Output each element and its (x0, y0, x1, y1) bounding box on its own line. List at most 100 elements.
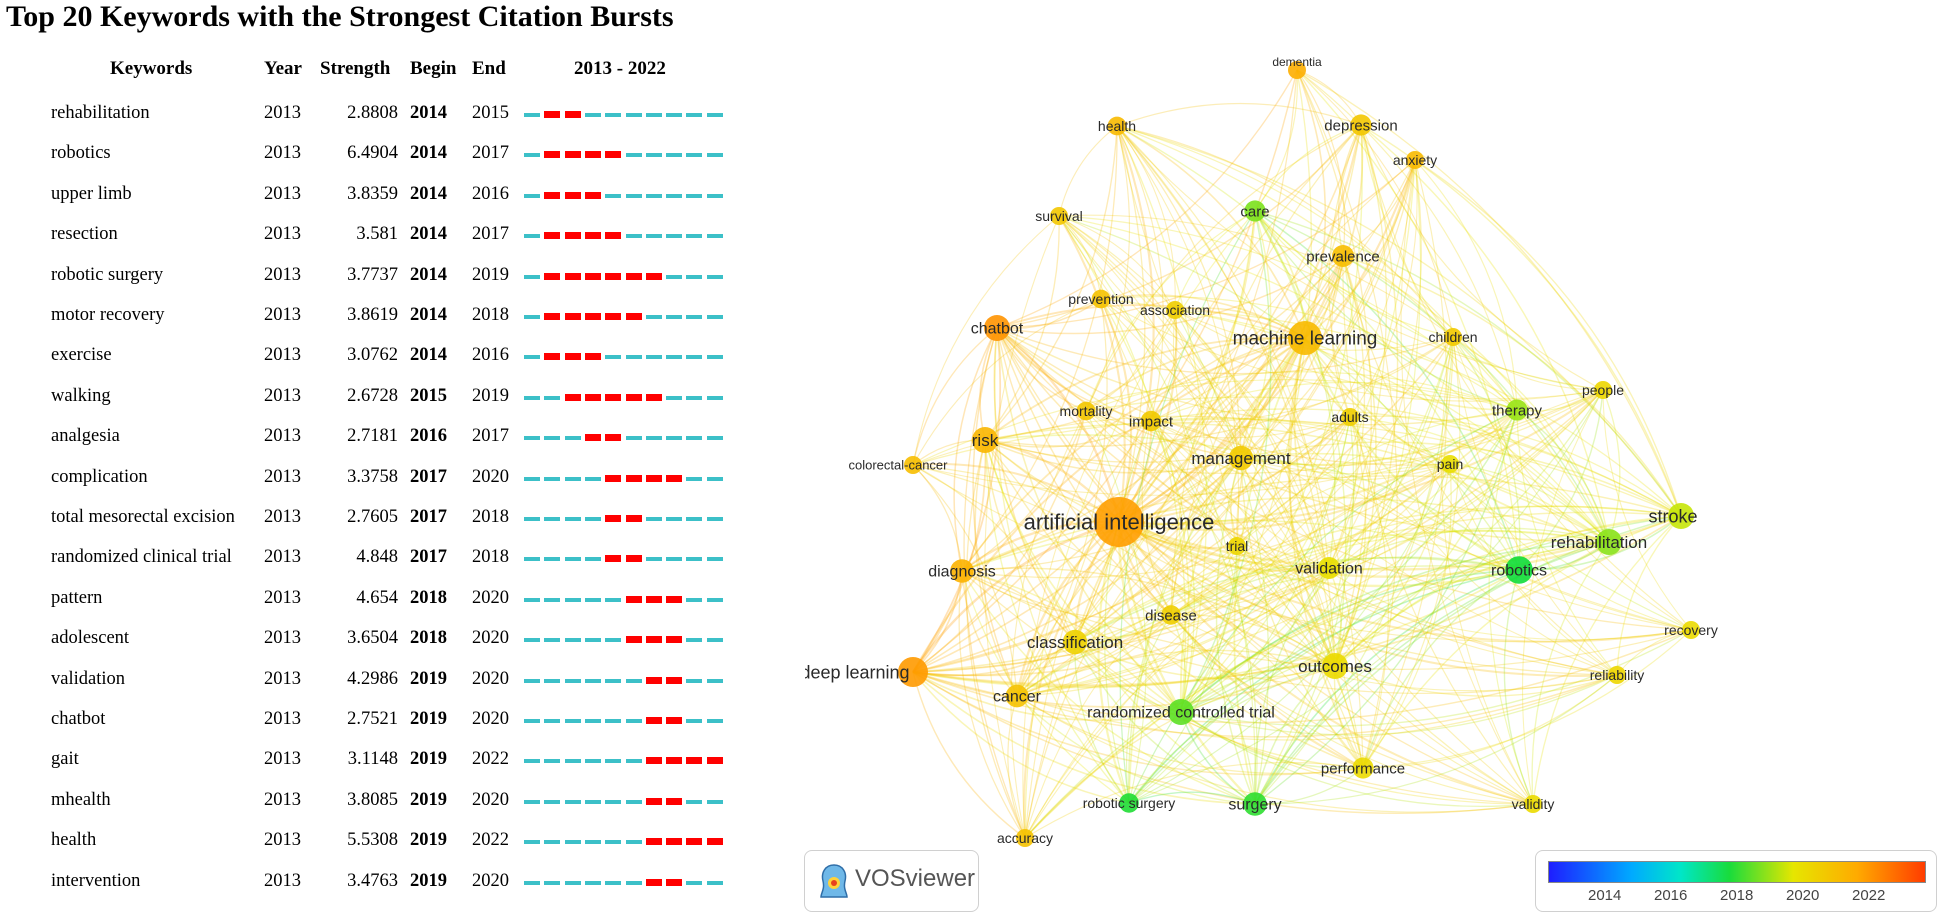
network-edge (1254, 665, 1336, 805)
network-edge (1180, 674, 1618, 736)
timeline-segment (625, 355, 642, 360)
network-edge (1128, 791, 1256, 805)
burst-segment (625, 636, 642, 644)
network-edge (1254, 69, 1298, 212)
timeline-segment (686, 113, 703, 117)
network-edge (961, 463, 1451, 579)
burst-segment (584, 313, 601, 320)
keyword-cell: resection (51, 224, 118, 245)
network-edge (1215, 457, 1256, 805)
begin-cell: 2019 (410, 709, 447, 729)
network-edge (1150, 417, 1610, 543)
network-edge (1104, 420, 1152, 804)
network-edge (996, 327, 1618, 676)
network-edge (1296, 69, 1454, 338)
network-edge (1296, 69, 1518, 411)
network-edge (1287, 337, 1336, 667)
network-edge (1170, 566, 1330, 616)
network-node (1596, 529, 1622, 555)
network-edge (961, 475, 1682, 572)
network-edge (1118, 389, 1604, 526)
network-node (1005, 684, 1029, 708)
network-edge (1016, 567, 1330, 697)
network-edge (1349, 416, 1390, 769)
timeline-segment (524, 234, 540, 239)
network-edge (1016, 695, 1364, 775)
network-edge (1170, 529, 1610, 616)
burst-segment (645, 676, 662, 684)
timeline-segment (686, 719, 703, 723)
timeline-segment (605, 840, 622, 845)
burst-segment (645, 797, 662, 805)
burst-segment (584, 353, 601, 361)
network-edge (1170, 614, 1336, 667)
network-node-label: impact (1129, 413, 1174, 430)
network-edge (1100, 298, 1692, 631)
network-edge (912, 215, 1060, 466)
timeline-segment (706, 678, 723, 683)
network-edge (912, 464, 1076, 643)
end-cell: 2020 (472, 466, 509, 487)
network-edge (1240, 255, 1344, 459)
network-edge (1254, 210, 1518, 411)
timeline-segment (706, 799, 723, 804)
network-edge (984, 336, 1306, 441)
burst-segment (544, 151, 561, 159)
network-edge (1150, 337, 1306, 422)
timeline-segment (686, 557, 703, 562)
network-edge (1400, 159, 1534, 805)
network-edge (1180, 711, 1364, 770)
network-edge (1074, 641, 1336, 680)
timeline-segment (524, 395, 540, 400)
network-edge (1116, 125, 1208, 713)
timeline-segment (666, 234, 683, 239)
keyword-cell: health (51, 830, 97, 851)
network-edge (996, 255, 1344, 335)
timeline-segment (686, 153, 703, 158)
timeline-segment (605, 759, 622, 764)
strength-cell: 2.7605 (347, 507, 398, 527)
network-edge (1100, 298, 1133, 523)
network-edge (1334, 541, 1610, 667)
timeline-segment (645, 193, 662, 198)
burst-segment (605, 313, 622, 320)
network-edge (1296, 69, 1682, 517)
burst-segment (666, 717, 683, 724)
network-edge (1174, 309, 1682, 517)
burst-segment (625, 555, 642, 563)
network-edge (1328, 409, 1518, 569)
network-node-label: mortality (1060, 403, 1113, 419)
timeline-segment (645, 113, 662, 117)
begin-cell: 2017 (410, 507, 447, 527)
network-edge (1180, 409, 1518, 713)
network-node-label: surgery (1228, 797, 1281, 814)
network-edge (984, 422, 1610, 543)
strength-cell: 3.8359 (347, 183, 398, 204)
network-edge (1334, 665, 1618, 697)
burst-timeline (524, 676, 729, 685)
end-cell: 2017 (472, 143, 509, 164)
network-edge (1074, 641, 1256, 805)
network-edge (1128, 569, 1520, 804)
network-node (1119, 793, 1139, 813)
timeline-segment (564, 880, 581, 885)
burst-segment (564, 111, 581, 118)
timeline-segment (544, 799, 561, 804)
network-node (1166, 301, 1184, 319)
burst-segment (645, 595, 662, 603)
network-edge (984, 439, 1242, 474)
network-node-label: classification (1027, 633, 1123, 652)
network-edge (1128, 545, 1238, 804)
timeline-segment (686, 476, 703, 481)
network-edge (1016, 614, 1172, 697)
keyword-cell: robotics (51, 143, 111, 164)
network-edge (1342, 255, 1682, 517)
burst-timeline (524, 797, 729, 806)
network-edge (1254, 255, 1359, 805)
network-edge (1180, 159, 1416, 713)
burst-timeline (524, 151, 729, 159)
timeline-segment (686, 880, 703, 885)
timeline-segment (584, 799, 601, 804)
timeline-segment (706, 557, 723, 562)
